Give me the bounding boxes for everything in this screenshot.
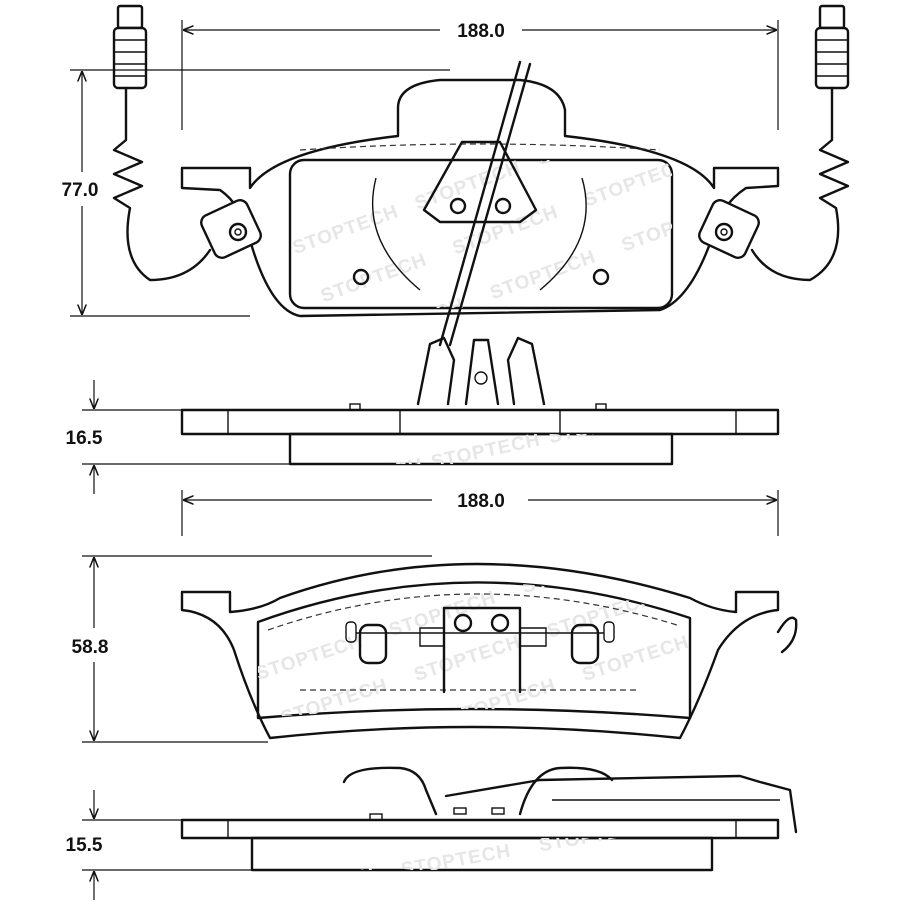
wm-text: STOPTECH bbox=[534, 112, 646, 170]
wm-text: STOPTECH bbox=[314, 718, 426, 772]
dim-label-bottom-width: 188.0 bbox=[457, 491, 505, 512]
dim-bottom-width: 188.0 bbox=[181, 490, 779, 536]
dim-label-bottom-thickness: 15.5 bbox=[66, 835, 103, 856]
wm-text: STOPTECH bbox=[581, 154, 693, 212]
dim-bottom-height: 58.8 bbox=[72, 555, 432, 743]
bottom-pad-view: STOPTECH STOPTECH STOPTECH STOPTECH STOP… bbox=[180, 562, 798, 772]
right-sensor-clip bbox=[698, 199, 760, 259]
wm-text: STOPTECH bbox=[412, 157, 524, 215]
dim-top-width: 188.0 bbox=[181, 20, 779, 130]
wm-text: STOPTECH bbox=[429, 429, 542, 473]
top-pad-view: STOPTECH STOPTECH STOPTECH STOPTECH STOP… bbox=[112, 4, 850, 347]
wm-text: STOPTECH bbox=[312, 454, 425, 498]
bottom-edge-view: STOPTECH STOPTECH STOPTECH bbox=[180, 766, 798, 881]
wm-text: STOPTECH bbox=[447, 675, 559, 729]
dim-label-top-width: 188.0 bbox=[457, 21, 505, 42]
right-wear-sensor bbox=[750, 4, 850, 282]
dim-label-bottom-height: 58.8 bbox=[72, 637, 109, 658]
dim-top-height: 77.0 bbox=[62, 69, 450, 317]
top-edge-view: STOPTECH STOPTECH STOPTECH bbox=[180, 336, 780, 498]
top-backing-plate bbox=[180, 78, 780, 318]
wm-text: STOPTECH bbox=[487, 246, 599, 304]
top-friction-pad bbox=[288, 158, 674, 310]
wm-text: STOPTECH bbox=[400, 841, 513, 881]
dim-label-top-height: 77.0 bbox=[62, 180, 99, 201]
left-wear-sensor bbox=[112, 4, 212, 282]
dim-bottom-thickness: 15.5 bbox=[66, 790, 252, 900]
wm-text: STOPTECH bbox=[545, 588, 657, 642]
dim-label-top-thickness: 16.5 bbox=[66, 428, 103, 449]
wm-text: STOPTECH bbox=[278, 675, 390, 729]
left-sensor-clip bbox=[200, 199, 262, 259]
dim-top-thickness: 16.5 bbox=[66, 380, 290, 494]
wm-text: STOPTECH bbox=[318, 250, 430, 308]
wm-text: STOPTECH bbox=[253, 630, 365, 684]
wm-text: STOPTECH bbox=[412, 632, 524, 686]
